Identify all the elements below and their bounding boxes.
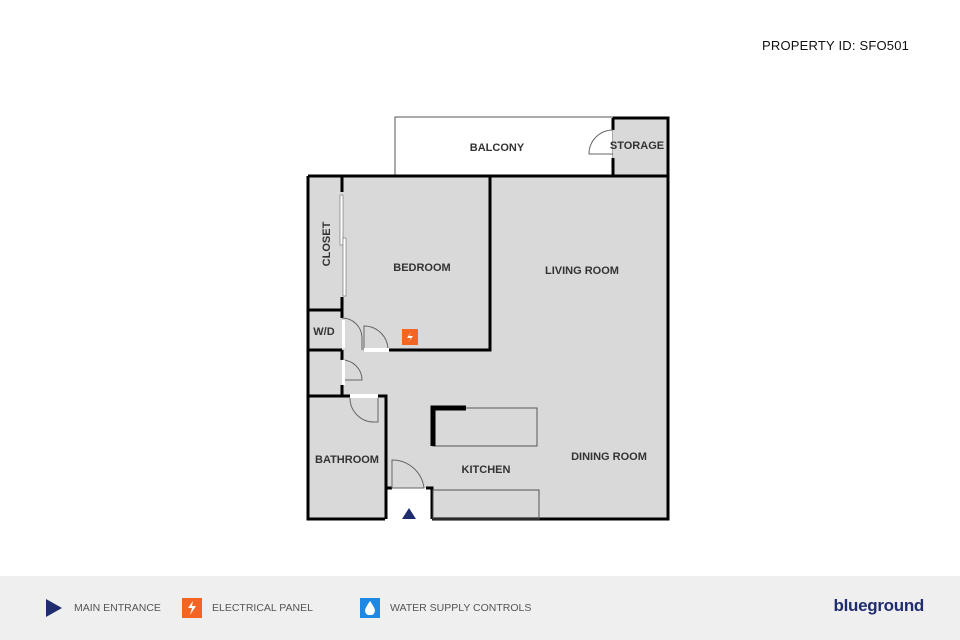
triangle-play-icon	[44, 598, 64, 618]
water-drop-icon	[360, 598, 380, 618]
room-label-storage: STORAGE	[610, 140, 664, 152]
floor-plan: BALCONY STORAGE CLOSET BEDROOM LIVING RO…	[306, 116, 670, 521]
room-label-bathroom: BATHROOM	[315, 454, 379, 466]
legend-footer: MAIN ENTRANCE ELECTRICAL PANEL WATER SUP…	[0, 576, 960, 640]
legend-item-electrical-panel: ELECTRICAL PANEL	[182, 598, 313, 618]
room-label-bedroom: BEDROOM	[393, 262, 450, 274]
room-label-kitchen: KITCHEN	[462, 464, 511, 476]
legend-label: WATER SUPPLY CONTROLS	[390, 602, 532, 614]
walls	[306, 116, 670, 521]
room-label-dining-room: DINING ROOM	[571, 451, 647, 463]
brand-logo: blueground	[833, 596, 925, 615]
room-label-living-room: LIVING ROOM	[545, 265, 619, 277]
lightning-icon	[182, 598, 202, 618]
main-entrance-marker-icon	[402, 508, 416, 519]
electrical-panel-marker-icon	[402, 329, 418, 345]
legend-label: MAIN ENTRANCE	[74, 602, 161, 614]
legend-item-water-supply: WATER SUPPLY CONTROLS	[360, 598, 531, 618]
property-id: PROPERTY ID: SFO501	[762, 38, 910, 53]
legend-item-main-entrance: MAIN ENTRANCE	[44, 598, 161, 618]
storage-area	[613, 118, 668, 175]
room-label-closet: CLOSET	[321, 221, 333, 266]
room-label-wd: W/D	[313, 326, 334, 338]
room-label-balcony: BALCONY	[470, 142, 525, 154]
apartment-floor	[308, 176, 668, 519]
legend-label: ELECTRICAL PANEL	[212, 602, 313, 614]
